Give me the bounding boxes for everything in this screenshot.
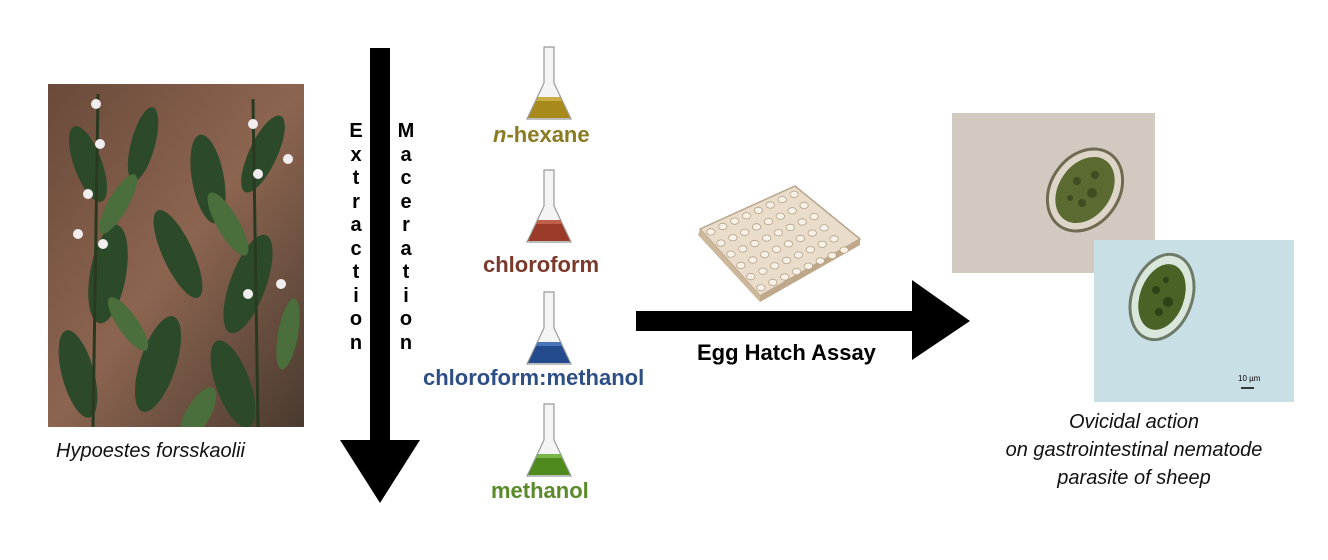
plate-well <box>775 212 785 220</box>
plant-photo <box>48 84 304 427</box>
plate-well <box>716 239 726 247</box>
plate-well <box>768 278 778 287</box>
plate-well <box>787 207 797 215</box>
plate-well <box>789 190 799 198</box>
well-plate-icon <box>698 185 862 302</box>
solvent-chloroform-label: chloroform <box>483 252 600 277</box>
plate-well <box>740 228 750 236</box>
plate-well <box>738 245 748 253</box>
egg-hatch-assay-label: Egg Hatch Assay <box>697 340 876 365</box>
plate-well <box>750 239 760 248</box>
hexane-prefix: n <box>493 122 507 147</box>
flask-hexane-icon <box>526 46 572 120</box>
hexane-liquid <box>528 97 570 118</box>
plate-well <box>741 212 752 220</box>
plate-well <box>772 245 782 253</box>
plate-well <box>797 218 807 226</box>
plate-well <box>718 222 728 231</box>
down-arrow <box>340 48 420 503</box>
plate-well <box>780 273 790 281</box>
plate-well <box>785 223 795 232</box>
extraction-label: E x t r a c t i o n <box>349 120 363 354</box>
plate-well <box>758 267 768 275</box>
hexane-name: -hexane <box>506 122 590 147</box>
plate-well <box>809 212 819 221</box>
plate-well <box>763 217 774 226</box>
plate-well <box>746 273 756 281</box>
ovicidal-line-2: on gastrointestinal nematode <box>1005 439 1263 461</box>
plate-well <box>839 246 849 254</box>
plate-well <box>777 196 787 204</box>
plate-well <box>762 234 772 242</box>
solvent-hexane-label: n-hexane <box>493 122 590 148</box>
plant-caption: Hypoestes forsskaolii <box>56 440 245 462</box>
plate-well <box>783 240 794 248</box>
plate-well <box>765 201 775 209</box>
plate-well <box>803 262 814 270</box>
plate-well <box>792 268 802 276</box>
plate-well <box>770 262 780 270</box>
plate-well <box>726 250 736 258</box>
plate-well <box>730 217 740 225</box>
maceration-label: M a c e r a t i o n <box>397 120 415 354</box>
plate-well <box>805 246 815 254</box>
plate-well <box>782 256 792 265</box>
plate-well <box>819 224 829 232</box>
scale-bar-label: 10 µm <box>1238 374 1261 383</box>
plate-well <box>760 251 770 259</box>
plate-well <box>736 261 746 270</box>
plate-well <box>753 206 764 214</box>
plate-well <box>773 229 784 237</box>
plate-well <box>751 223 762 231</box>
plate-well <box>815 257 825 265</box>
ovicidal-caption: Ovicidal action on gastrointestinal nema… <box>969 408 1299 492</box>
plate-well <box>756 284 766 292</box>
plate-well <box>817 240 827 248</box>
flask-chloroform-icon <box>526 169 572 243</box>
solvent-chloroform-methanol-label: chloroform:methanol <box>423 365 645 390</box>
plate-well <box>795 234 805 243</box>
plate-well <box>706 228 716 236</box>
plate-well <box>807 229 817 237</box>
plate-well <box>793 251 804 259</box>
ovicidal-line-1: Ovicidal action <box>1068 411 1200 433</box>
flask-chloroform-methanol-icon <box>526 291 572 365</box>
flask-methanol-icon <box>526 403 572 477</box>
solvent-methanol-label: methanol <box>491 478 589 503</box>
plate-well <box>728 234 738 242</box>
plate-well <box>829 235 839 243</box>
right-arrow <box>636 280 970 360</box>
ovicidal-line-3: parasite of sheep <box>1057 467 1211 489</box>
egg-micrograph-2: 10 µm <box>1094 240 1294 402</box>
plate-well <box>748 256 758 264</box>
plate-well <box>799 201 809 209</box>
plate-well <box>827 251 837 260</box>
